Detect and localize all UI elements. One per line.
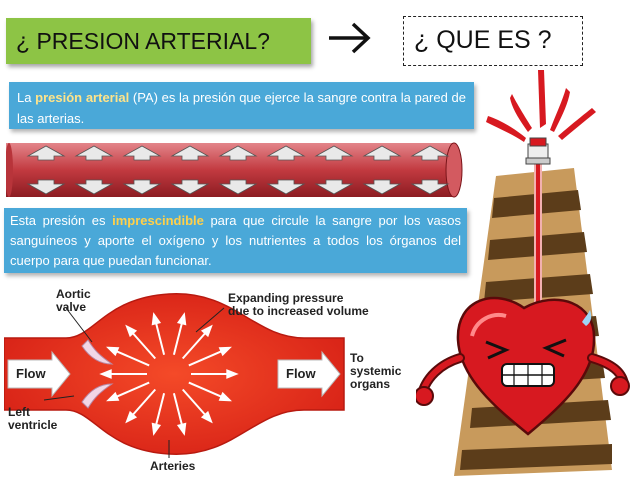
pressure-arrowhead <box>218 346 232 357</box>
pressure-arrowhead <box>200 410 213 424</box>
down-arrow-icon <box>314 179 354 195</box>
pressure-arrowhead <box>99 369 112 379</box>
pressure-arrow-icon <box>172 319 184 355</box>
pressure-arrowhead <box>106 391 120 402</box>
arteries-label: Arteries <box>150 459 196 473</box>
pressure-arrow-icon <box>172 393 184 429</box>
importance-keyword: imprescindible <box>112 213 204 228</box>
heart-character <box>416 296 630 436</box>
artery-illustration <box>6 142 463 198</box>
up-arrow-icon <box>74 145 114 161</box>
flow-left-label: Flow <box>16 366 46 381</box>
pressure-arrowhead <box>176 422 187 436</box>
down-arrow-icon <box>74 179 114 195</box>
up-arrow-icon <box>314 145 354 161</box>
definition-text-2: (PA) es la presión que ejerce la sangre … <box>17 90 466 126</box>
down-arrow-icon <box>26 179 66 195</box>
pressure-arrow-icon <box>188 348 226 367</box>
pressure-arrows <box>26 145 450 195</box>
pressure-arrowhead <box>151 422 162 436</box>
up-arrow-icon <box>26 145 66 161</box>
pressure-arrowhead <box>218 391 232 402</box>
down-arrow-icon <box>218 179 258 195</box>
up-arrow-icon <box>218 145 258 161</box>
up-arrow-icon <box>410 145 450 161</box>
aorta-shape <box>4 293 345 455</box>
gauge-cap <box>525 137 551 165</box>
blood-splash <box>486 70 596 142</box>
pressure-arrowhead <box>200 324 213 338</box>
definition-term: presión arterial <box>35 90 130 105</box>
pressure-arrow-icon <box>129 329 157 360</box>
heart-pressure-cartoon <box>416 70 630 476</box>
pressure-arrowhead <box>106 346 120 357</box>
down-arrow-icon <box>410 179 450 195</box>
pressure-arrowhead <box>125 410 138 424</box>
pressure-arrowhead <box>176 312 187 326</box>
up-arrow-icon <box>266 145 306 161</box>
down-arrow-icon <box>266 179 306 195</box>
down-arrow-icon <box>362 179 402 195</box>
pressure-arrow-icon <box>188 381 226 400</box>
page-title: ¿ PRESION ARTERIAL? <box>6 18 311 64</box>
question-box: ¿ QUE ES ? <box>403 16 583 66</box>
down-arrow-icon <box>122 179 162 195</box>
up-arrow-icon <box>122 145 162 161</box>
importance-text-1: Esta presión es <box>10 213 113 228</box>
importance-text-2: para que circule la sangre por los vasos… <box>10 213 462 268</box>
pressure-arrowhead <box>151 312 162 326</box>
pressure-arrow-icon <box>112 348 150 367</box>
pressure-arrow-icon <box>154 319 166 355</box>
pressure-arrow-icon <box>154 393 166 429</box>
pressure-arrow-icon <box>129 388 157 419</box>
up-arrow-icon <box>170 145 210 161</box>
definition-box: La presión arterial (PA) es la presión q… <box>9 82 474 129</box>
definition-text-1: La <box>17 90 36 105</box>
pressure-arrowhead <box>125 324 138 338</box>
down-arrow-icon <box>170 179 210 195</box>
right-arrow-icon <box>329 22 371 54</box>
up-arrow-icon <box>362 145 402 161</box>
pressure-arrowhead <box>226 369 239 379</box>
importance-box: Esta presión es imprescindible para que … <box>4 208 467 273</box>
pressure-arrow-icon <box>112 381 150 400</box>
flow-right-label: Flow <box>286 366 316 381</box>
pressure-arrow-icon <box>181 388 209 419</box>
pressure-arrow-icon <box>181 329 209 360</box>
